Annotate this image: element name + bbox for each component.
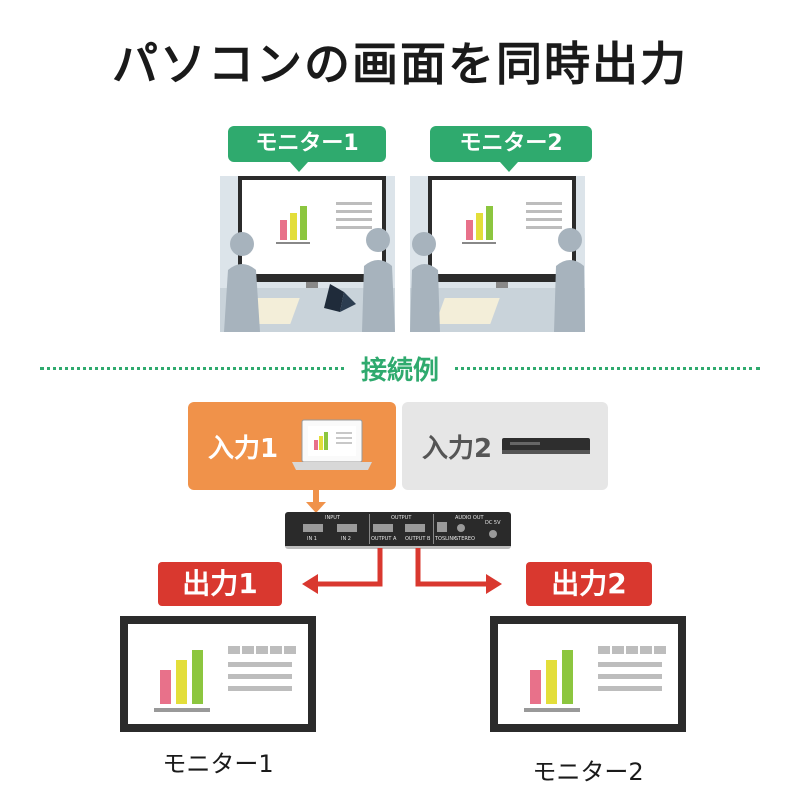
person-silhouette-icon bbox=[554, 228, 585, 332]
blu-ray-player-icon bbox=[502, 438, 590, 454]
input-1-box: 入力1 bbox=[188, 402, 396, 490]
chart-icon bbox=[524, 646, 666, 712]
monitor-1-bubble: モニター1 bbox=[228, 126, 386, 162]
output-monitor-1 bbox=[120, 616, 316, 732]
chart-icon bbox=[276, 202, 372, 244]
hdmi-port-in1 bbox=[303, 524, 323, 532]
toslink-port bbox=[437, 522, 447, 532]
output-monitor-2 bbox=[490, 616, 686, 732]
monitor-1-frame bbox=[238, 176, 386, 282]
device-in2-label: IN 2 bbox=[341, 536, 351, 542]
output-arrows bbox=[302, 548, 502, 594]
person-silhouette-icon bbox=[362, 228, 395, 332]
hdmi-splitter-device: INPUT OUTPUT AUDIO OUT DC 5V IN 1 IN 2 O… bbox=[285, 512, 511, 549]
laptop-icon bbox=[292, 419, 372, 470]
person-silhouette-icon bbox=[224, 232, 260, 332]
chart-icon bbox=[154, 646, 296, 712]
scene-monitor-1: モニター1 bbox=[220, 110, 395, 332]
hdmi-port-output-b bbox=[405, 524, 425, 532]
device-output-label: OUTPUT bbox=[391, 515, 412, 521]
output-2-tag: 出力2 bbox=[526, 562, 652, 606]
device-output-b-label: OUTPUT B bbox=[405, 536, 431, 542]
device-dc5v-label: DC 5V bbox=[485, 520, 501, 526]
monitor-2-bubble: モニター2 bbox=[430, 126, 592, 162]
output-monitor-2-caption: モニター2 bbox=[532, 758, 644, 786]
device-input-label: INPUT bbox=[325, 515, 340, 521]
input-2-label: 入力2 bbox=[422, 434, 493, 464]
hdmi-port-in2 bbox=[337, 524, 357, 532]
arrow-right-icon bbox=[415, 548, 502, 594]
chart-icon bbox=[462, 202, 562, 244]
monitor-1-screen bbox=[242, 180, 382, 274]
arrow-left-icon bbox=[302, 548, 383, 594]
device-stereo-label: STEREO bbox=[455, 536, 475, 542]
section-label: 接続例 bbox=[346, 350, 454, 387]
device-toslink-label: TOSLINK bbox=[435, 536, 457, 542]
person-silhouette-icon bbox=[410, 232, 440, 332]
stereo-port bbox=[457, 524, 465, 532]
arrow-down-icon bbox=[306, 490, 326, 513]
monitor-2-screen bbox=[432, 180, 572, 274]
device-audio-out-label: AUDIO OUT bbox=[455, 515, 484, 521]
dc-port bbox=[489, 530, 497, 538]
monitor-2-frame bbox=[428, 176, 576, 282]
hdmi-port-output-a bbox=[373, 524, 393, 532]
device-in1-label: IN 1 bbox=[307, 536, 317, 542]
device-output-a-label: OUTPUT A bbox=[371, 536, 397, 542]
laptop-icon bbox=[324, 284, 356, 312]
input-2-box: 入力2 bbox=[402, 402, 608, 490]
input-1-label: 入力1 bbox=[208, 434, 279, 464]
output-monitor-1-caption: モニター1 bbox=[162, 750, 274, 778]
scene-monitor-2: モニター2 bbox=[410, 110, 592, 332]
output-1-tag: 出力1 bbox=[158, 562, 282, 606]
page-title: パソコンの画面を同時出力 bbox=[112, 37, 688, 91]
